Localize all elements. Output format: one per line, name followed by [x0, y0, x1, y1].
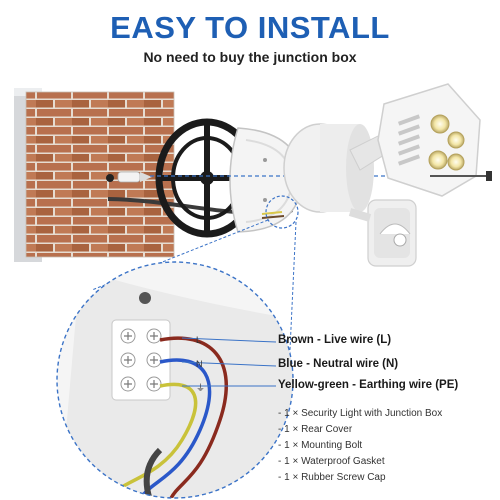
wire-label-yellow-green: Yellow-green - Earthing wire (PE): [278, 379, 459, 391]
pointer-blue: [181, 361, 277, 367]
list-item: - 1 × Waterproof Gasket: [278, 456, 385, 467]
package-contents-list: - 1 × Security Light with Junction Box -…: [278, 406, 442, 486]
list-item: - 1 × Rubber Screw Cap: [278, 472, 386, 483]
brown-wire: [159, 336, 228, 498]
security-light-head: [377, 83, 481, 197]
motion-sensor: [348, 199, 417, 267]
callout-origin: [265, 195, 299, 229]
wire-label-blue: Blue - Neutral wire (N): [278, 358, 399, 370]
page-subtitle: No need to buy the junction box: [143, 49, 357, 65]
terminal-mark-n: N: [196, 359, 203, 369]
wall-anchor: [106, 171, 152, 183]
pointer-brown: [181, 337, 277, 343]
magnified-terminal-view: [56, 261, 294, 499]
list-item: - 1 × Security Light with Junction Box: [278, 408, 443, 419]
list-item: - 1 × Mounting Bolt: [278, 440, 363, 451]
list-item: - 1 × Rear Cover: [278, 424, 353, 435]
mounting-bolt: [430, 171, 492, 181]
wire-label-brown: Brown - Live wire (L): [278, 334, 392, 346]
yellow-green-wire: [106, 382, 198, 498]
brick-wall: [14, 88, 175, 262]
page-title: EASY TO INSTALL: [110, 10, 390, 45]
terminal-mark-l: L: [196, 335, 201, 345]
junction-box: [283, 123, 393, 213]
terminal-mark-earth: ⏚: [196, 383, 205, 394]
